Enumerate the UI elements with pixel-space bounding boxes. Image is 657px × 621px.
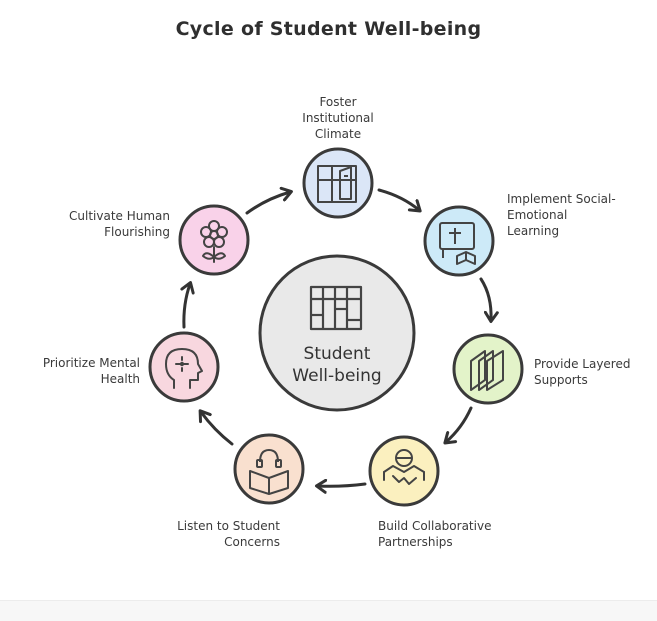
layers-icon <box>470 350 504 391</box>
footer-strip <box>0 600 657 621</box>
node-label-sel: Implement Social- Emotional Learning <box>507 192 616 238</box>
center-node <box>258 254 416 412</box>
arrow-7 <box>245 186 293 215</box>
node-label-layered-supports: Provide Layered Supports <box>534 357 631 387</box>
flower-icon <box>200 220 228 263</box>
presentation-book-icon <box>439 222 476 265</box>
node-label-mental-health: Prioritize Mental Health <box>42 356 140 386</box>
handshake-icon <box>383 449 425 485</box>
arrow-1 <box>377 188 422 213</box>
headphones-book-icon <box>249 449 289 495</box>
node-flourishing <box>178 204 250 276</box>
node-layered-supports <box>452 333 524 405</box>
cycle-arrows <box>180 186 499 494</box>
node-label-listen: Listen to Student Concerns <box>177 519 280 549</box>
arrow-4 <box>315 478 367 494</box>
center-label: Student Well-being <box>292 344 382 386</box>
node-partnerships <box>368 435 440 507</box>
bookshelf-icon <box>309 285 363 331</box>
node-label-flourishing: Cultivate Human Flourishing <box>69 209 170 239</box>
node-sel <box>423 205 495 277</box>
node-label-foster-climate: Foster Institutional Climate <box>302 95 374 141</box>
arrow-2 <box>479 277 499 323</box>
diagram-title: Cycle of Student Well-being <box>175 18 482 40</box>
arrow-5 <box>198 409 234 446</box>
node-foster-climate <box>302 147 374 219</box>
window-door-icon <box>317 165 357 203</box>
node-listen <box>233 433 305 505</box>
node-label-partnerships: Build Collaborative Partnerships <box>378 519 492 549</box>
arrow-3 <box>443 406 473 445</box>
arrow-6 <box>180 281 195 329</box>
node-mental-health <box>148 331 220 403</box>
head-focus-icon <box>165 348 203 389</box>
